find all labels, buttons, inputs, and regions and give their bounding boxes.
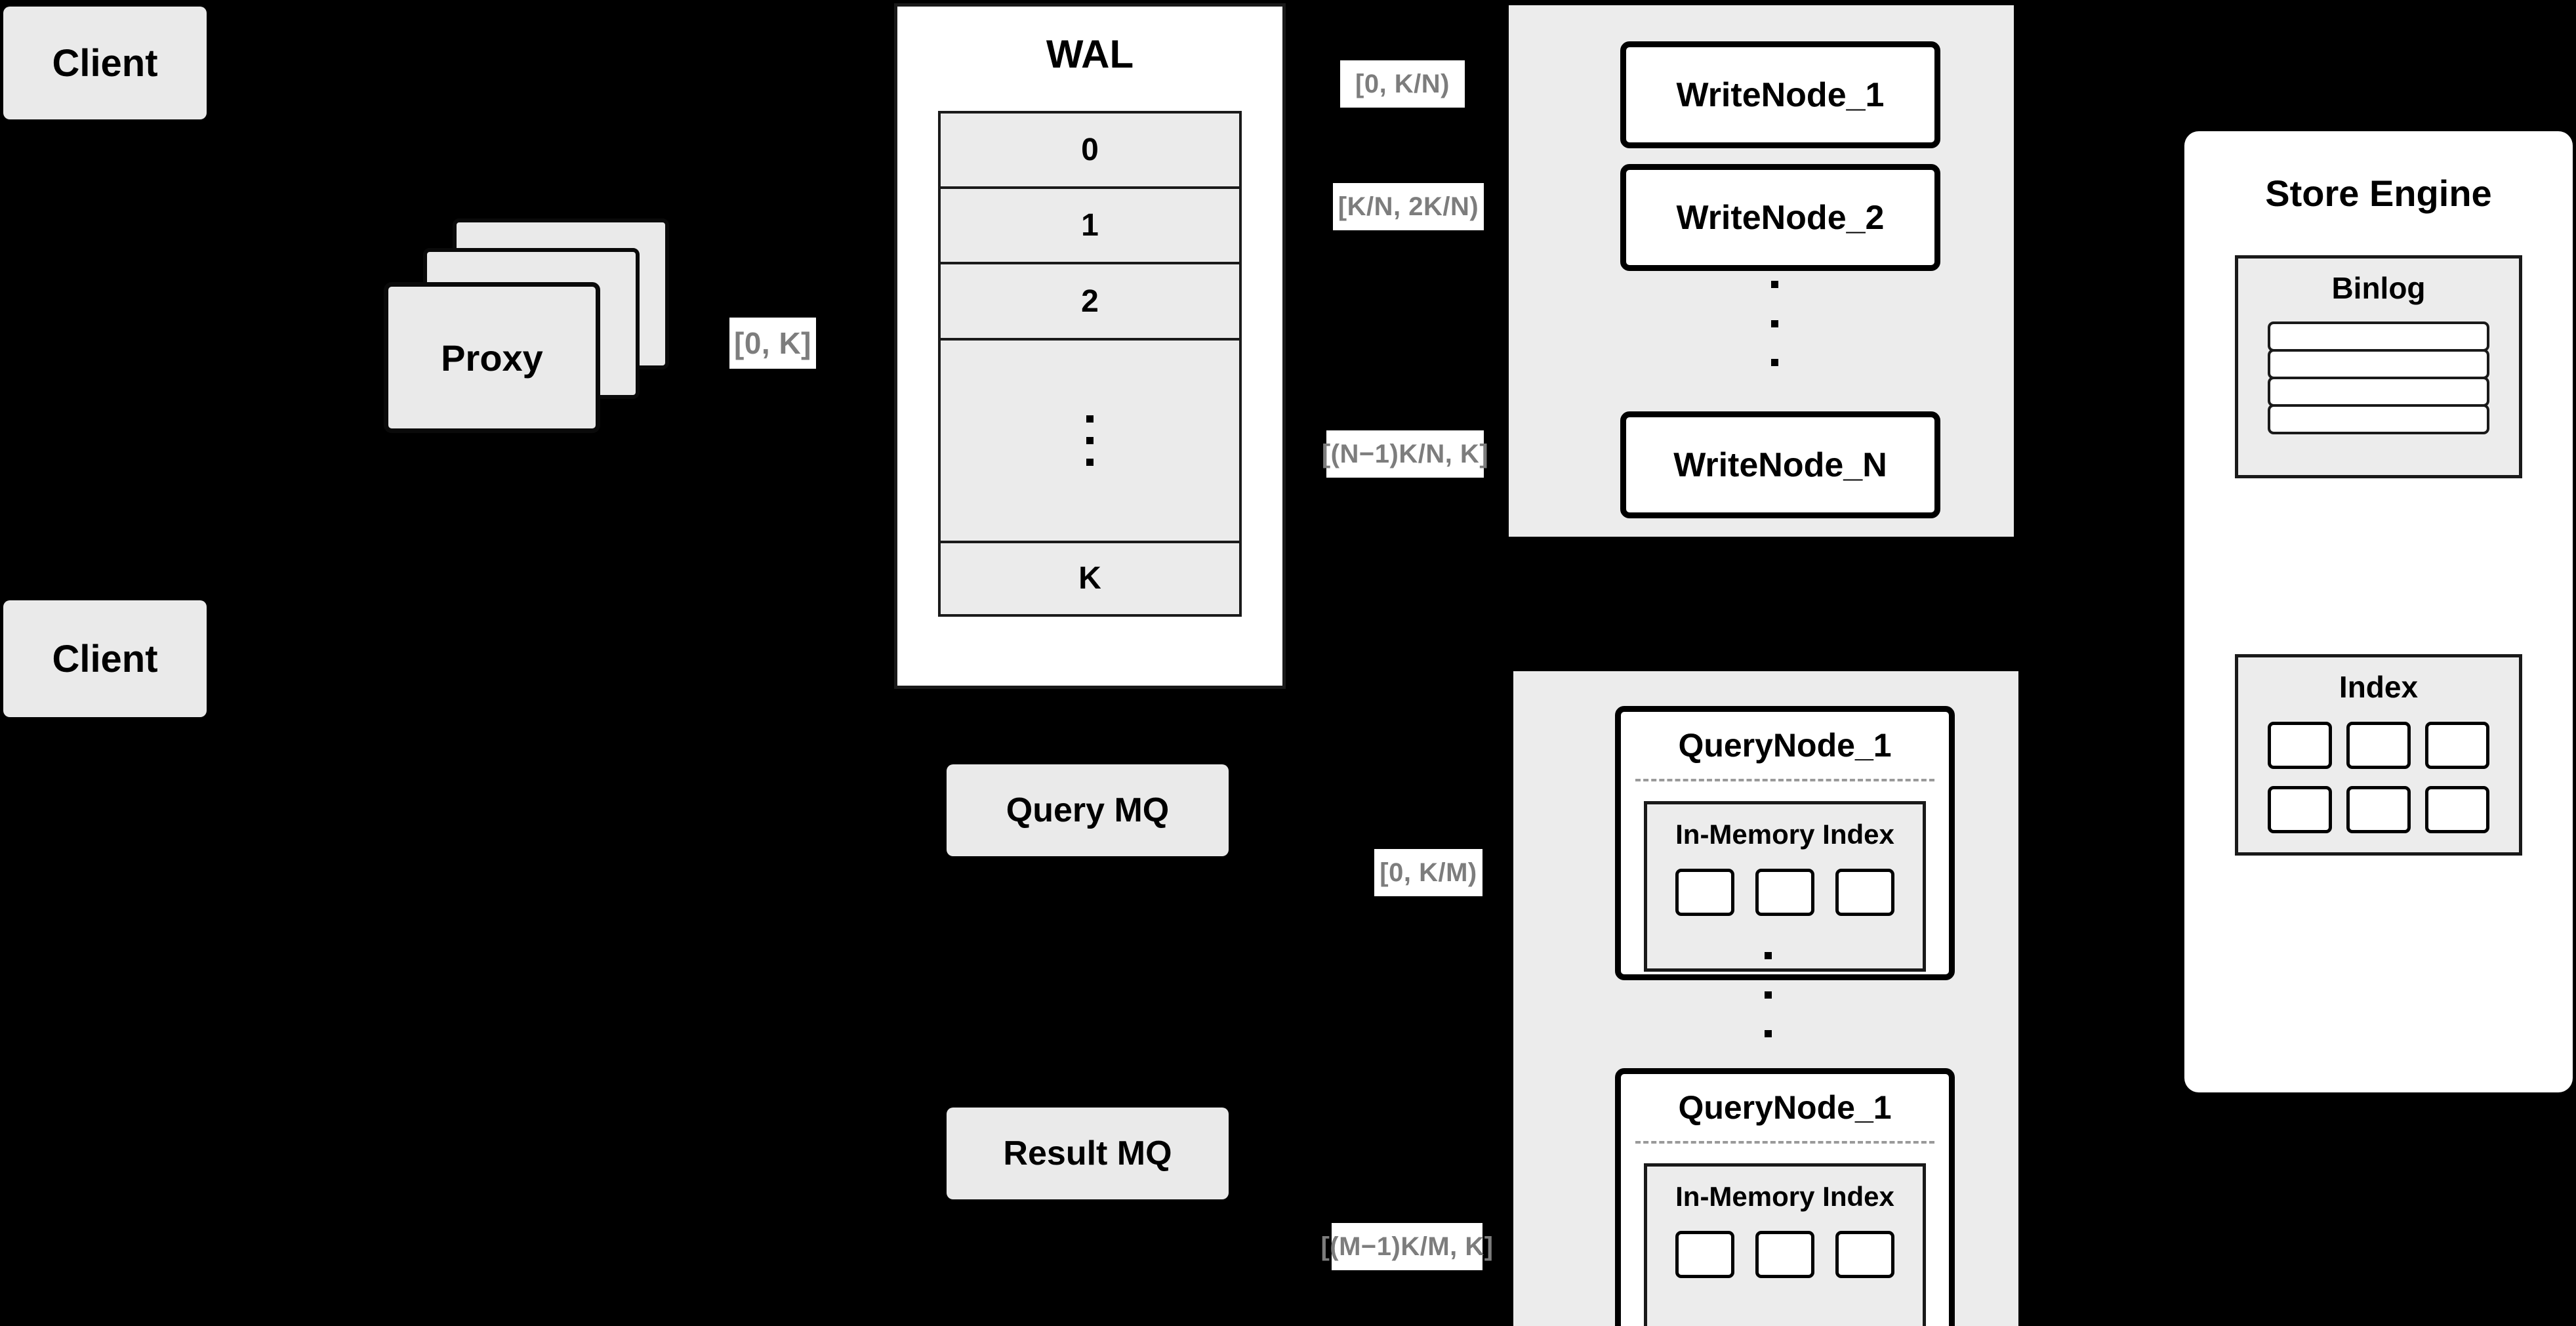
query-node-1-title: QueryNode_1 xyxy=(1678,727,1892,764)
wal-row-label: 2 xyxy=(1081,283,1099,319)
query-mq-node[interactable]: Query MQ xyxy=(947,764,1229,856)
range-label-writenode-n-text: [(N−1)K/N, K] xyxy=(1321,439,1489,468)
query-cluster-ellipsis xyxy=(1761,952,1774,1037)
ellipsis-dot xyxy=(1086,436,1094,444)
range-label-querynode-m-text: [(M−1)K/M, K] xyxy=(1320,1232,1494,1261)
wal-panel: WAL 0 1 2 K xyxy=(894,3,1286,689)
index-chip[interactable] xyxy=(2346,786,2411,833)
binlog-slab[interactable] xyxy=(2268,321,2489,352)
query-node-cluster-panel: QueryNode_1 In-Memory Index QueryNode_1 xyxy=(1513,671,2018,1326)
query-node-1[interactable]: QueryNode_1 In-Memory Index xyxy=(1615,706,1955,980)
wal-row-label: 0 xyxy=(1081,133,1099,168)
index-chip[interactable] xyxy=(2268,722,2332,769)
wal-row-label: 1 xyxy=(1081,208,1099,243)
write-node-1[interactable]: WriteNode_1 xyxy=(1620,41,1940,148)
index-chip[interactable] xyxy=(1675,1231,1734,1278)
wal-row[interactable]: 2 xyxy=(941,264,1239,341)
client-node-2[interactable]: Client xyxy=(3,600,207,717)
ellipsis-dot xyxy=(1770,320,1778,327)
result-mq-label: Result MQ xyxy=(1003,1134,1172,1172)
query-mq-label: Query MQ xyxy=(1006,791,1170,829)
range-label-writenode-2: [K/N, 2K/N) xyxy=(1333,183,1484,230)
query-node-m-divider xyxy=(1635,1141,1934,1144)
range-label-writenode-2-text: [K/N, 2K/N) xyxy=(1338,192,1479,221)
result-mq-node[interactable]: Result MQ xyxy=(947,1108,1229,1199)
index-chip[interactable] xyxy=(2425,786,2489,833)
index-chip[interactable] xyxy=(1835,869,1894,916)
binlog-title: Binlog xyxy=(2331,271,2426,305)
index-chip[interactable] xyxy=(1675,869,1734,916)
index-chip[interactable] xyxy=(1755,1231,1814,1278)
ellipsis-dot xyxy=(1086,415,1094,423)
binlog-slab[interactable] xyxy=(2268,404,2489,434)
query-node-m[interactable]: QueryNode_1 In-Memory Index xyxy=(1615,1068,1955,1326)
index-panel: Index xyxy=(2235,654,2522,856)
ellipsis-dot xyxy=(1764,952,1772,959)
write-cluster-ellipsis xyxy=(1768,281,1781,366)
index-chip[interactable] xyxy=(1835,1231,1894,1278)
ellipsis-dot xyxy=(1764,1030,1772,1037)
range-label-proxy-to-wal: [0, K] xyxy=(729,318,816,369)
query-node-1-index-title: In-Memory Index xyxy=(1675,819,1894,850)
proxy-node[interactable]: Proxy xyxy=(384,282,600,433)
range-label-querynode-1: [0, K/M) xyxy=(1374,849,1482,896)
write-node-1-label: WriteNode_1 xyxy=(1676,75,1885,114)
query-node-m-in-memory-index: In-Memory Index xyxy=(1644,1163,1926,1326)
index-title: Index xyxy=(2339,670,2419,704)
wal-row[interactable]: K xyxy=(941,543,1239,614)
binlog-slab[interactable] xyxy=(2268,377,2489,407)
store-engine-title: Store Engine xyxy=(2265,173,2492,214)
index-chip[interactable] xyxy=(2268,786,2332,833)
wal-row[interactable]: 0 xyxy=(941,114,1239,190)
client-node-1[interactable]: Client xyxy=(3,7,207,119)
write-node-2-label: WriteNode_2 xyxy=(1676,198,1885,237)
range-label-querynode-m: [(M−1)K/M, K] xyxy=(1320,1223,1493,1270)
wal-row-label: K xyxy=(1078,561,1101,596)
client-node-1-label: Client xyxy=(52,41,158,85)
ellipsis-dot xyxy=(1086,458,1094,466)
proxy-label: Proxy xyxy=(441,337,543,379)
range-label-writenode-1-text: [0, K/N) xyxy=(1355,69,1450,98)
range-label-proxy-to-wal-text: [0, K] xyxy=(734,326,811,360)
range-label-querynode-1-text: [0, K/M) xyxy=(1380,858,1477,887)
write-node-n[interactable]: WriteNode_N xyxy=(1620,411,1940,518)
wal-row[interactable]: 1 xyxy=(941,189,1239,265)
write-node-n-label: WriteNode_N xyxy=(1673,445,1887,484)
query-node-m-index-title: In-Memory Index xyxy=(1675,1181,1894,1212)
store-engine-panel: Store Engine Binlog Index xyxy=(2184,131,2573,1092)
query-node-1-in-memory-index: In-Memory Index xyxy=(1644,801,1926,972)
query-node-1-divider xyxy=(1635,779,1934,781)
range-label-writenode-n: [(N−1)K/N, K] xyxy=(1322,430,1488,478)
ellipsis-dot xyxy=(1770,359,1778,366)
binlog-slab[interactable] xyxy=(2268,349,2489,379)
ellipsis-dot xyxy=(1764,991,1772,999)
write-node-2[interactable]: WriteNode_2 xyxy=(1620,164,1940,271)
binlog-panel: Binlog xyxy=(2235,255,2522,478)
range-label-writenode-1: [0, K/N) xyxy=(1340,60,1465,108)
wal-row-ellipsis xyxy=(941,341,1239,543)
write-node-cluster-panel: WriteNode_1 WriteNode_2 WriteNode_N xyxy=(1509,5,2014,537)
index-chip[interactable] xyxy=(1755,869,1814,916)
ellipsis-dot xyxy=(1770,281,1778,288)
wal-title: WAL xyxy=(1046,32,1134,76)
index-chip[interactable] xyxy=(2346,722,2411,769)
index-chip[interactable] xyxy=(2425,722,2489,769)
wal-entry-table: 0 1 2 K xyxy=(938,111,1242,617)
query-node-m-title: QueryNode_1 xyxy=(1678,1089,1892,1126)
client-node-2-label: Client xyxy=(52,637,158,680)
